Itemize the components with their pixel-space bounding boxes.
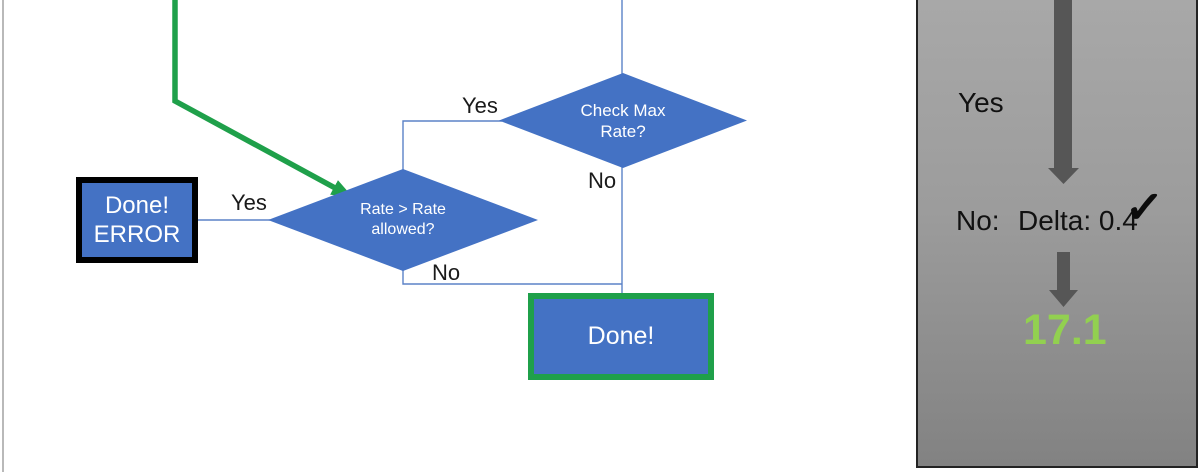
label-rate-no: No <box>432 260 461 285</box>
rate-allowed-label: Rate > Rate allowed? <box>360 201 446 238</box>
down-arrow-icon <box>1054 0 1072 168</box>
result-value: 17.1 <box>1023 306 1107 354</box>
panel-delta-value: Delta: 0.4 <box>1018 205 1138 236</box>
label-rate-yes: Yes <box>231 190 267 215</box>
node-done-error: Done! ERROR <box>76 177 198 263</box>
checkmark-icon: ✓ <box>1123 180 1165 234</box>
slide-edge-line <box>2 0 4 472</box>
side-panel: Yes No: Delta: 0.4 ✓ 17.1 <box>916 0 1198 468</box>
node-done-success: Done! <box>528 293 714 380</box>
panel-no-label: No: <box>956 205 1000 236</box>
label-check-no: No <box>588 168 617 193</box>
down-arrow-head-icon <box>1048 168 1079 184</box>
down-arrow-icon <box>1057 252 1070 290</box>
label-check-yes: Yes <box>462 93 498 118</box>
check-max-rate-label: Check Max Rate? <box>580 100 666 141</box>
connector-check-yes <box>402 120 502 170</box>
panel-yes-label: Yes <box>958 87 1004 118</box>
green-highlight-arrow <box>172 0 354 198</box>
connector-rate-no <box>402 270 622 285</box>
